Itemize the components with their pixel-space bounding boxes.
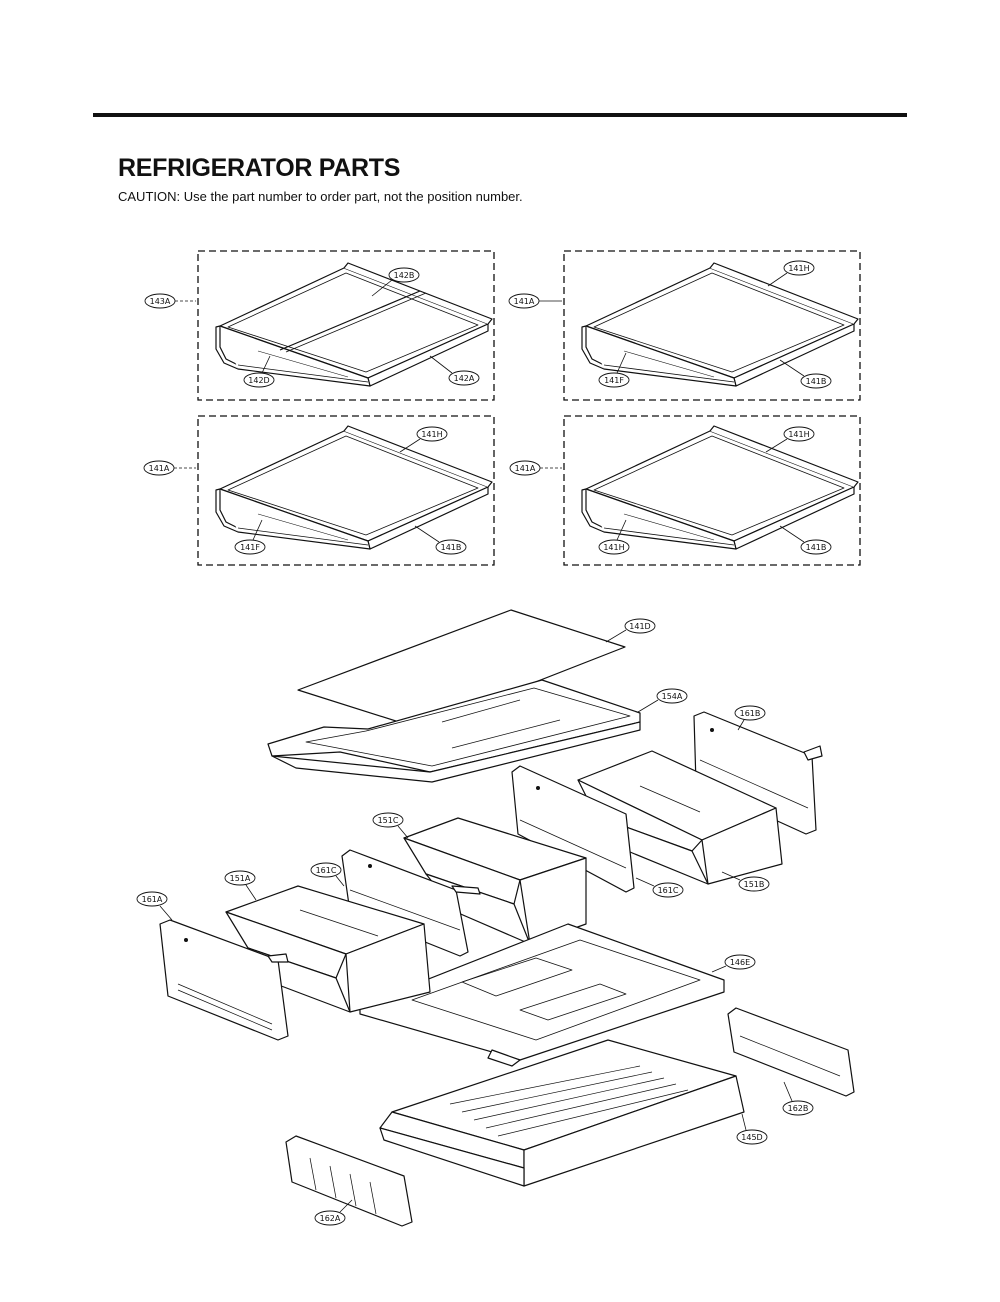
callout-top: 142B (371, 267, 420, 297)
drawer-frame (359, 923, 725, 1067)
caution-note: CAUTION: Use the part number to order pa… (118, 189, 523, 204)
svg-text:141H: 141H (603, 543, 624, 552)
shelf-panel-3: 141A 141H 141F 141B (143, 415, 495, 566)
callout-162A: 162A (314, 1199, 353, 1226)
svg-text:143A: 143A (150, 297, 171, 306)
callout-162B: 162B (782, 1081, 814, 1116)
exploded-assembly (159, 609, 855, 1227)
callout-151A: 151A (224, 870, 257, 901)
crisper-cover (267, 679, 641, 783)
svg-text:151A: 151A (230, 874, 251, 883)
callout-bottom-right: 141B (779, 359, 832, 389)
callout-161A: 161A (136, 891, 173, 921)
svg-text:141A: 141A (515, 464, 536, 473)
callout-151B: 151B (721, 871, 770, 892)
svg-text:141F: 141F (604, 376, 624, 385)
shelf-illustration (581, 262, 859, 387)
panel-border (563, 250, 861, 401)
callout-top: 141H (767, 260, 815, 287)
callout-left: 141A (143, 460, 196, 476)
callout-161C-center: 161C (310, 862, 345, 887)
svg-text:141H: 141H (788, 264, 809, 273)
svg-text:154A: 154A (662, 692, 683, 701)
svg-text:161A: 161A (142, 895, 163, 904)
shelf-panel-2: 141A 141H 141F 141B (508, 250, 861, 401)
svg-text:142A: 142A (454, 374, 475, 383)
callout-141D: 141D (605, 618, 656, 643)
right-rail (727, 1007, 855, 1097)
svg-text:162B: 162B (788, 1104, 809, 1113)
svg-text:142B: 142B (394, 271, 415, 280)
svg-text:142D: 142D (248, 376, 269, 385)
left-rail (285, 1135, 413, 1227)
svg-text:161B: 161B (740, 709, 761, 718)
svg-text:161C: 161C (316, 866, 337, 875)
callout-top: 141H (399, 426, 448, 453)
panel-border (563, 415, 861, 566)
svg-text:141D: 141D (629, 622, 650, 631)
callout-bottom-left: 141H (598, 519, 630, 555)
shelf-panel-4: 141A 141H 141H 141B (509, 415, 861, 566)
callout-left: 143A (144, 293, 196, 309)
svg-text:161C: 161C (658, 886, 679, 895)
panel-border (197, 250, 495, 401)
svg-text:162A: 162A (320, 1214, 341, 1223)
left-door-panel (159, 919, 289, 1041)
callout-161C-right: 161C (635, 877, 684, 898)
callout-bottom-left: 142D (243, 355, 275, 388)
callout-154A: 154A (637, 688, 688, 713)
callout-left: 141A (509, 460, 562, 476)
svg-text:146E: 146E (730, 958, 750, 967)
panel-border (197, 415, 495, 566)
callout-bottom-left: 141F (598, 352, 630, 388)
callout-bottom-left: 141F (234, 519, 266, 555)
callout-top: 141H (765, 426, 815, 453)
callout-151C: 151C (372, 812, 409, 839)
svg-text:141A: 141A (514, 297, 535, 306)
callout-bottom-right: 141B (414, 525, 467, 555)
callout-146E: 146E (711, 954, 756, 973)
svg-text:141H: 141H (788, 430, 809, 439)
svg-text:141B: 141B (806, 543, 827, 552)
left-drawer (225, 885, 431, 1013)
shelf-illustration (581, 425, 859, 550)
svg-text:141F: 141F (240, 543, 260, 552)
svg-text:151B: 151B (744, 880, 765, 889)
svg-text:151C: 151C (378, 816, 399, 825)
header-rule (93, 113, 907, 117)
cover-glass (297, 609, 626, 729)
callout-left: 141A (508, 293, 562, 309)
svg-text:141H: 141H (421, 430, 442, 439)
svg-text:141A: 141A (149, 464, 170, 473)
svg-text:141B: 141B (806, 377, 827, 386)
split-shelf-illustration (216, 263, 492, 386)
callout-bottom-right: 141B (779, 525, 832, 555)
svg-text:141B: 141B (441, 543, 462, 552)
right-divider (511, 765, 635, 893)
callout-bottom-right: 142A (429, 355, 480, 386)
svg-text:145D: 145D (741, 1133, 762, 1142)
bottom-tray (379, 1039, 745, 1187)
callout-161B: 161B (734, 705, 766, 731)
callout-145D: 145D (736, 1113, 768, 1145)
page-title: REFRIGERATOR PARTS (118, 154, 401, 182)
shelf-panel-1: 143A 142B 142D 142A (144, 250, 495, 401)
